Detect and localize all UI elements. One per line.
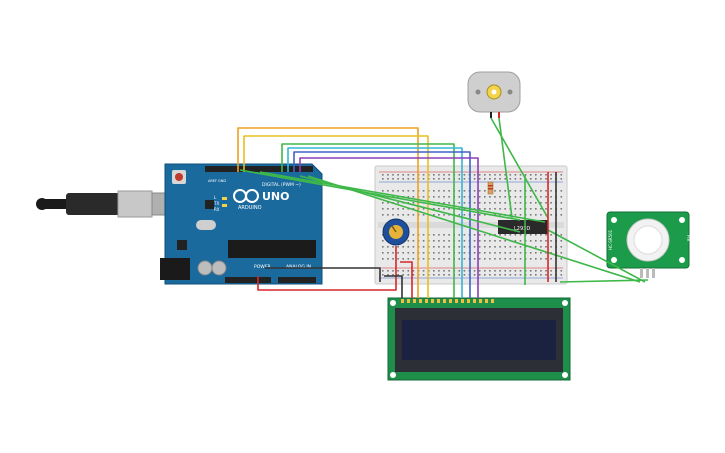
lcd-pin bbox=[467, 299, 470, 303]
wire[interactable] bbox=[243, 135, 429, 298]
lcd-pin bbox=[473, 299, 476, 303]
wire[interactable] bbox=[307, 175, 641, 283]
arduino-uno-board[interactable]: UNO ARDUINO DIGITAL (PWM ~) POWER ANALOG… bbox=[160, 163, 323, 285]
pir-label-right: PIR bbox=[686, 235, 691, 242]
lcd-pin bbox=[449, 299, 452, 303]
lcd-pin bbox=[491, 299, 494, 303]
board-brand-label: ARDUINO bbox=[238, 205, 262, 211]
wire-layer bbox=[237, 117, 649, 298]
wire[interactable] bbox=[239, 169, 521, 221]
lcd-pin bbox=[431, 299, 434, 303]
atmega-chip bbox=[228, 240, 316, 258]
digital-header-label: DIGITAL (PWM ~) bbox=[262, 182, 301, 188]
lcd-pin bbox=[443, 299, 446, 303]
wire[interactable] bbox=[287, 147, 463, 298]
led-rx-label: RX bbox=[214, 207, 220, 212]
wire[interactable] bbox=[265, 267, 381, 282]
lcd-header-pins bbox=[401, 299, 494, 303]
l293d-label: L293D bbox=[514, 226, 530, 232]
wire[interactable] bbox=[384, 275, 403, 298]
lcd-16x2-icon[interactable] bbox=[387, 297, 571, 381]
lcd-pin bbox=[419, 299, 422, 303]
breadboard-holes bbox=[382, 174, 563, 276]
lcd-pin bbox=[437, 299, 440, 303]
resistor-icon[interactable] bbox=[487, 181, 494, 195]
wire[interactable] bbox=[281, 143, 455, 298]
wire[interactable] bbox=[257, 246, 397, 291]
lcd-pin bbox=[485, 299, 488, 303]
lcd-pin bbox=[425, 299, 428, 303]
wire[interactable] bbox=[498, 117, 513, 219]
wire[interactable] bbox=[293, 151, 471, 298]
wire[interactable] bbox=[237, 127, 419, 298]
led-tx-label: TX bbox=[213, 201, 219, 206]
wire[interactable] bbox=[547, 229, 646, 283]
power-jack-icon[interactable] bbox=[160, 258, 190, 280]
lcd-pin bbox=[479, 299, 482, 303]
l293d-chip[interactable]: L293D bbox=[498, 220, 548, 234]
aref-label: AREF bbox=[208, 179, 217, 183]
wire[interactable] bbox=[400, 261, 413, 298]
power-header-label: POWER bbox=[254, 264, 271, 270]
lcd-pin bbox=[461, 299, 464, 303]
wire[interactable] bbox=[259, 171, 546, 223]
potentiometer-icon[interactable] bbox=[382, 218, 410, 246]
breadboard[interactable] bbox=[374, 165, 568, 285]
dc-motor-icon[interactable] bbox=[467, 71, 521, 118]
board-model-label: UNO bbox=[262, 190, 290, 203]
lcd-pin bbox=[401, 299, 404, 303]
gnd-label: GND bbox=[218, 179, 226, 183]
pir-sensor-icon[interactable]: HC-SR501 PIR bbox=[606, 211, 691, 278]
analog-header-label: ANALOG IN bbox=[286, 264, 311, 270]
lcd-pin bbox=[413, 299, 416, 303]
arduino-logo-icon bbox=[233, 189, 259, 203]
reset-button-cap[interactable] bbox=[175, 173, 183, 181]
lcd-pin bbox=[407, 299, 410, 303]
pir-label-left: HC-SR501 bbox=[608, 229, 613, 250]
wire[interactable] bbox=[559, 279, 649, 283]
lcd-pin bbox=[455, 299, 458, 303]
led-l-label: L bbox=[214, 195, 217, 200]
wire[interactable] bbox=[299, 157, 479, 298]
